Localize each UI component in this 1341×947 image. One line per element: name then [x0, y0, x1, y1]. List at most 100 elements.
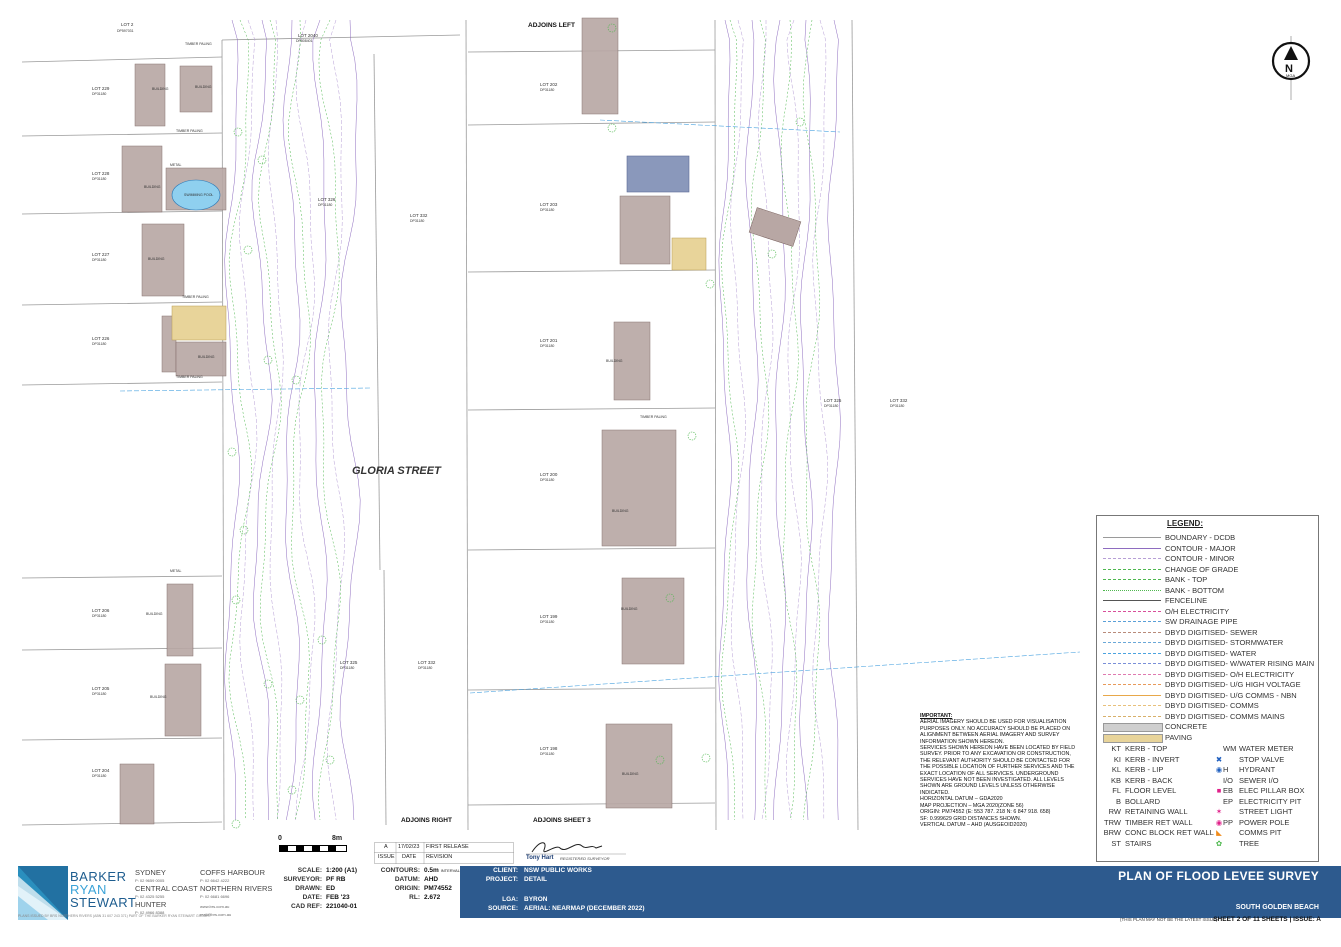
tree-icon: [795, 117, 805, 127]
lot-label-left: LOT 206: [92, 608, 110, 613]
contour-line: [258, 19, 282, 821]
adjoins-left-label: ADJOINS LEFT: [528, 22, 575, 29]
important-line: ALIGNMENT BETWEEN AERIAL IMAGERY AND SUR…: [920, 732, 1060, 739]
important-line: SHOWN ARE GROUND LEVELS UNLESS OTHERWISE: [920, 783, 1056, 790]
building-label: BUILDING: [152, 87, 169, 91]
legend-line-sample: [1103, 694, 1161, 696]
legend-line-sample: [1103, 579, 1161, 580]
contour-line: [745, 19, 759, 821]
lot-boundary-line: [467, 687, 716, 691]
legend-item-label: DBYD DIGITISED- U/G COMMS - NBN: [1165, 690, 1297, 700]
adjoins-sheet-label: ADJOINS SHEET 3: [533, 817, 591, 824]
fence-label: TIMBER PALING: [176, 129, 203, 133]
contour-line: [758, 20, 774, 821]
lot-label-right-dp: DP31180: [540, 752, 554, 756]
contour-line: [239, 19, 258, 821]
legend-item-label: SW DRAINAGE PIPE: [1165, 617, 1238, 626]
legend-line-sample: [1103, 600, 1161, 601]
lot-label-right-dp: DP31180: [540, 88, 554, 92]
lot-boundary-mid-2: [383, 569, 387, 826]
lot-top2-dp: DP808401: [296, 39, 313, 43]
contour-line: [773, 19, 786, 821]
legend-line-sample: [1103, 663, 1161, 664]
road-boundary-far: [851, 19, 859, 831]
tree-icon: [705, 279, 715, 289]
north-letter: N: [1285, 63, 1293, 75]
legend-item-label: DBYD DIGITISED- STORMWATER: [1165, 638, 1284, 647]
important-line: VERTICAL DATUM – AHD (AUSGEOID2020): [920, 821, 1028, 828]
lot-boundary-line: [21, 132, 223, 137]
tree-icon: [231, 819, 241, 829]
important-line: HORIZONTAL DATUM – GDA2020: [920, 796, 1003, 803]
legend-line-sample: [1103, 631, 1161, 633]
lot-boundary-line: [467, 547, 716, 551]
building: [613, 321, 651, 401]
tree-icon: [325, 755, 335, 765]
lot-label-left-dp: DP31180: [92, 177, 106, 181]
contour-line: [224, 19, 240, 821]
contour-line: [721, 19, 740, 820]
legend-item: FENCELINE: [1101, 596, 1316, 606]
legend-item-label: BANK - BOTTOM: [1165, 585, 1225, 595]
legend-item-label: CONTOUR - MINOR: [1165, 554, 1235, 563]
hydrant-icon: ◉: [1215, 765, 1223, 774]
road-boundary-north: [221, 34, 461, 41]
legend-line-sample: [1103, 684, 1161, 685]
legend-item: DBYD DIGITISED- U/G COMMS - NBN: [1101, 691, 1316, 701]
contour-lines: [224, 19, 841, 821]
lot-boundary-line: [467, 121, 716, 126]
lot-label-left-dp: DP31180: [92, 92, 106, 96]
road-boundary-west: [221, 39, 225, 831]
contour-line: [812, 19, 828, 820]
legend-item: DBYD DIGITISED- O/H ELECTRICITY: [1101, 670, 1316, 680]
road-boundary-east: [714, 19, 717, 831]
building-label: BUILDING: [146, 612, 163, 616]
important-line: SERVICES SHOWN HEREON HAVE BEEN LOCATED …: [920, 745, 1076, 752]
contour-line: [780, 19, 799, 821]
sheet-info: SHEET 2 OF 11 SHEETS | ISSUE: A: [1213, 916, 1321, 923]
tree-icon: [665, 593, 675, 603]
latest-issue-note: (THIS PLAN MAY NOT BE THE LATEST ISSUE): [1120, 917, 1218, 922]
stop-valve-icon: ✖: [1215, 754, 1223, 764]
swimming-pool: [171, 179, 221, 211]
building: [166, 583, 194, 657]
lot-boundary-mid: [373, 53, 381, 571]
lot-boundary-line: [21, 575, 223, 579]
important-line: PURPOSES ONLY. NO ACCURACY SHOULD BE PLA…: [920, 725, 1071, 732]
legend-line-sample: [1103, 589, 1161, 591]
paving-area: [671, 237, 707, 271]
legend-line-sample: [1103, 642, 1161, 643]
company-logo: [18, 866, 68, 920]
water-line: [119, 387, 371, 392]
lot-label-left-dp: DP31180: [92, 614, 106, 618]
contour-line: [228, 19, 252, 820]
building-label: BUILDING: [621, 607, 638, 611]
building-label: BUILDING: [606, 359, 623, 363]
tree-icon: [287, 785, 297, 795]
fence-label: TIMBER PALING: [176, 375, 203, 379]
tree-icon: [263, 679, 273, 689]
legend-item: BANK - BOTTOM: [1101, 586, 1316, 596]
building-label: BUILDING: [612, 509, 629, 513]
contour-line: [282, 19, 301, 821]
lot-label-right: LOT 201: [540, 338, 558, 343]
lot-label-left-dp: DP31180: [92, 692, 106, 696]
building: [601, 429, 677, 547]
legend-line-sample: [1103, 705, 1161, 706]
lot-top-label: LOT 2: [121, 22, 134, 27]
tree-icon: [655, 755, 665, 765]
legend-item-label: DBYD DIGITISED- SEWER: [1165, 627, 1258, 637]
contour-line: [318, 19, 341, 821]
legend-item: CHANGE OF GRADE: [1101, 565, 1316, 575]
legend-item: CONCRETE: [1101, 722, 1316, 732]
lot-boundary-line: [21, 56, 223, 63]
